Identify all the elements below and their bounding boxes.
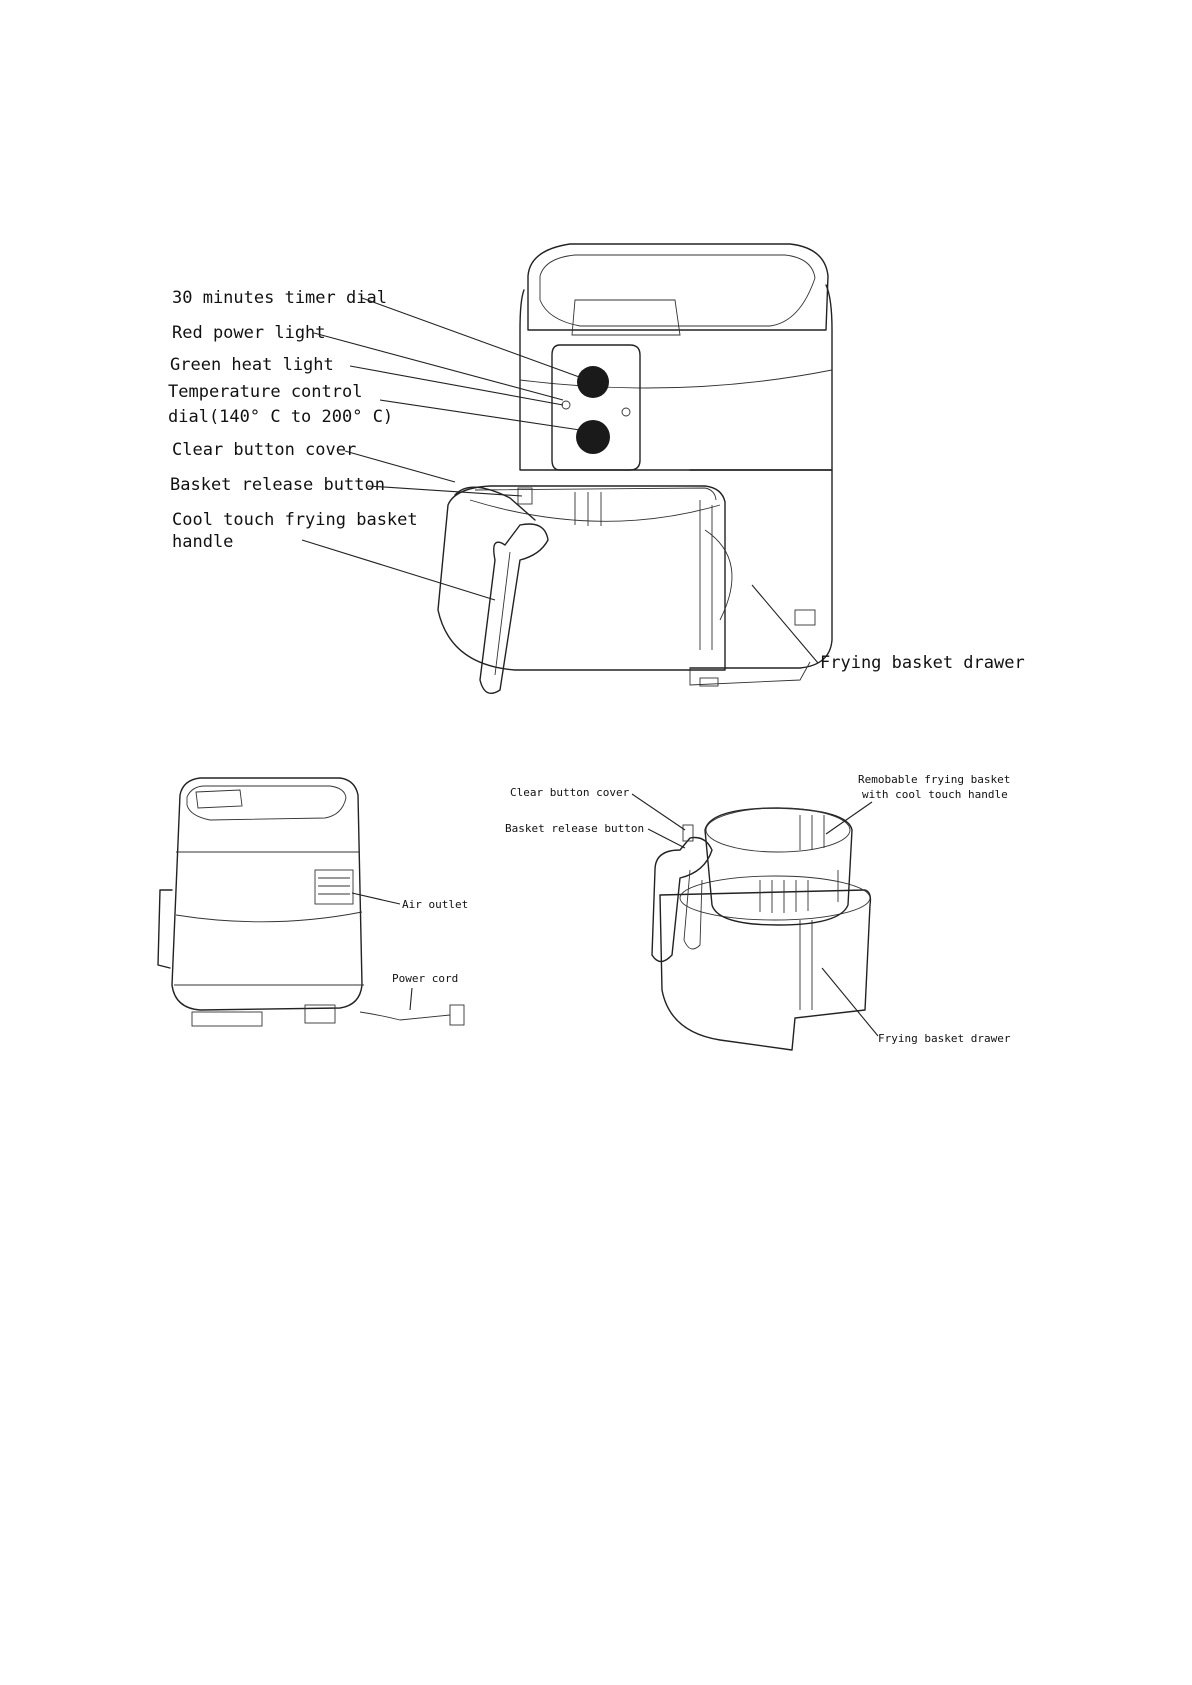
cool-touch-handle-illustration[interactable] (454, 486, 549, 694)
label-basket-clear-button-cover: Clear button cover (510, 786, 630, 799)
control-panel (551, 344, 641, 471)
label-power-cord: Power cord (392, 972, 458, 985)
label-handle-line2: handle (172, 532, 233, 552)
basket-release-button-small-icon[interactable] (682, 824, 694, 842)
label-air-outlet: Air outlet (402, 898, 468, 911)
label-removable-basket-line1: Remobable frying basket (858, 773, 1010, 786)
main-leader-lines (301, 297, 819, 664)
label-basket-release-button: Basket release button (505, 822, 644, 835)
air-fryer-rear-view (157, 777, 465, 1027)
red-power-light-icon (561, 400, 571, 410)
label-temp-dial-line1: Temperature control (168, 382, 362, 402)
green-heat-light-icon (621, 407, 631, 417)
frying-basket-drawer-illustration (437, 485, 733, 671)
label-removable-basket-line2: with cool touch handle (862, 788, 1008, 801)
label-temp-dial-line2: dial(140° C to 200° C) (168, 407, 393, 427)
removable-basket-view (651, 807, 872, 1051)
air-fryer-front-view (437, 243, 833, 694)
timer-dial-icon[interactable] (577, 366, 609, 398)
label-basket-release-button: Basket release button (170, 475, 385, 495)
label-green-heat-light: Green heat light (170, 355, 334, 375)
basket-leader-lines (631, 793, 879, 1037)
label-basket-frying-drawer: Frying basket drawer (878, 1032, 1011, 1045)
label-timer-dial: 30 minutes timer dial (172, 288, 387, 308)
label-clear-button-cover: Clear button cover (172, 440, 356, 460)
label-frying-basket-drawer: Frying basket drawer (820, 653, 1025, 673)
label-red-power-light: Red power light (172, 323, 326, 343)
temperature-dial-icon[interactable] (576, 420, 610, 454)
rear-leader-lines (351, 892, 413, 1011)
label-handle-line1: Cool touch frying basket (172, 510, 418, 530)
